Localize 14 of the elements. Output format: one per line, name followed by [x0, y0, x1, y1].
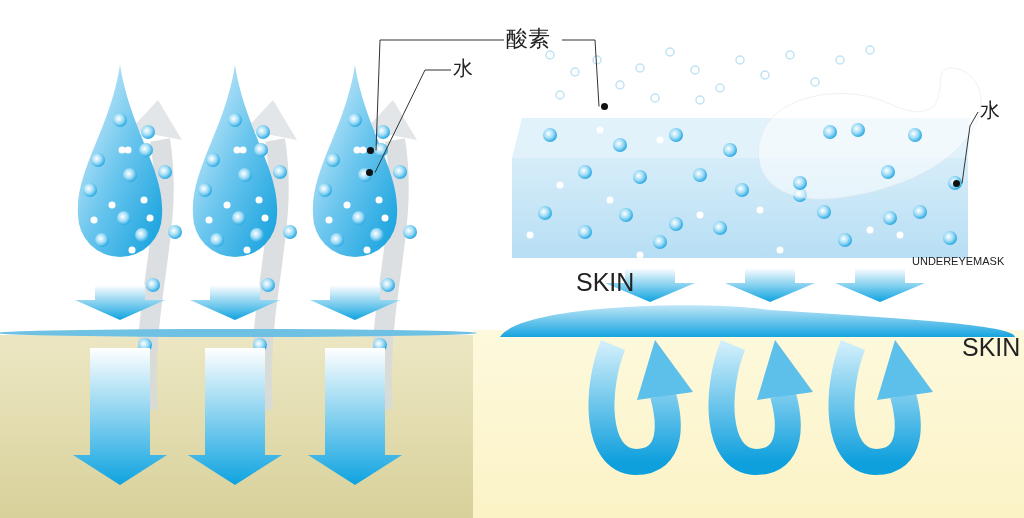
callout-label: 酸素 — [506, 28, 560, 52]
leader-line — [375, 39, 505, 151]
text-label: SKIN — [962, 335, 1021, 360]
leader-dot — [366, 169, 373, 176]
leader-dot — [601, 103, 608, 110]
leader-line — [961, 111, 979, 184]
leader-line — [561, 39, 600, 107]
text-label: SKIN — [576, 270, 635, 295]
leader-dot — [953, 180, 960, 187]
leader-line — [374, 69, 452, 173]
callout-label: 水 — [980, 100, 1004, 124]
leader-dot — [367, 147, 374, 154]
text-label: UNDEREYEMASK — [912, 256, 1005, 267]
callout-label: 水 — [453, 58, 477, 82]
